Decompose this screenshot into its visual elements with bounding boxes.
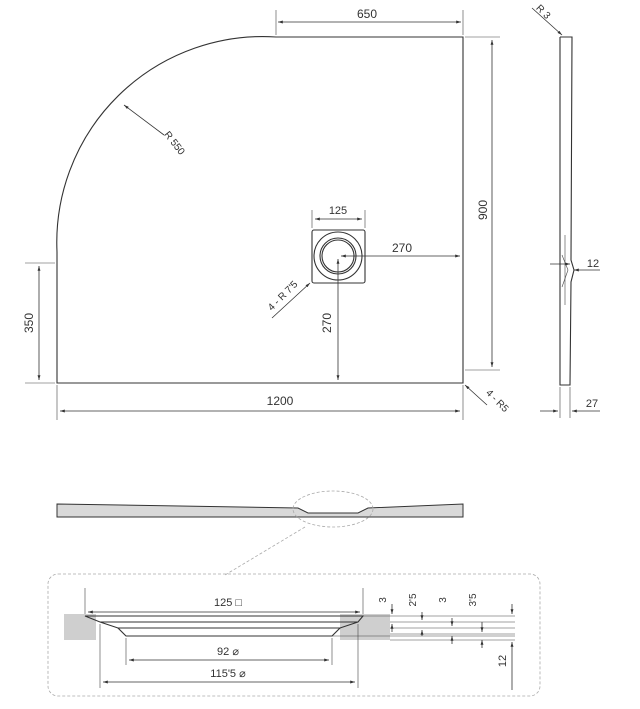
dim-detail-92: 92 ⌀ <box>125 638 333 665</box>
dim-900: 900 <box>465 36 500 371</box>
dim-27: 27 <box>540 387 600 418</box>
dim-r7-5: 4 - R 7'5 <box>266 279 311 319</box>
section-view <box>56 490 464 576</box>
dim-270-v-label: 270 <box>320 313 334 333</box>
dim-detail-12-label: 12 <box>497 655 509 667</box>
top-view: 650 900 R 550 350 1200 <box>22 7 511 420</box>
dim-detail-125: 125 □ <box>84 588 364 614</box>
dim-detail-125-label: 125 □ <box>214 597 242 609</box>
dim-27-label: 27 <box>586 398 598 410</box>
dim-detail-3a-label: 3 <box>378 597 389 603</box>
dim-270-h: 270 <box>341 241 460 258</box>
dim-650: 650 <box>275 7 464 35</box>
dim-r550: R 550 <box>123 104 187 158</box>
dim-detail-3b: 3 <box>438 597 454 644</box>
dim-650-label: 650 <box>357 7 377 21</box>
dim-12-side: 12 <box>550 258 600 272</box>
dim-r550-label: R 550 <box>161 130 186 158</box>
dim-r3-label: R 3 <box>533 3 552 22</box>
dim-r5-label: 4 - R5 <box>483 388 510 415</box>
dim-125-label: 125 <box>329 205 347 217</box>
tray-outline <box>56 36 464 384</box>
dim-detail-2-5: 2'5 <box>408 593 424 636</box>
dim-r3: R 3 <box>531 3 563 36</box>
side-view: R 3 12 27 <box>531 3 600 418</box>
dim-12-side-label: 12 <box>587 258 599 270</box>
dim-270-v: 270 <box>320 259 340 380</box>
dim-detail-115-5: 115'5 ⌀ <box>99 624 359 688</box>
dim-350-label: 350 <box>22 313 36 333</box>
detail-view: 125 □ 92 ⌀ 115'5 ⌀ 3 2'5 <box>47 573 541 697</box>
drain <box>311 229 366 284</box>
dim-350: 350 <box>22 262 55 384</box>
dim-270-h-label: 270 <box>392 241 412 255</box>
dim-1200: 1200 <box>56 385 464 420</box>
dim-detail-115-5-label: 115'5 ⌀ <box>210 668 246 680</box>
dim-detail-2-5-label: 2'5 <box>408 593 419 606</box>
dim-detail-92-label: 92 ⌀ <box>217 646 239 658</box>
dim-detail-3-5-label: 3'5 <box>468 593 479 606</box>
dim-r5: 4 - R5 <box>464 384 511 415</box>
dim-detail-3b-label: 3 <box>438 597 449 603</box>
dim-detail-12: 12 <box>497 604 514 690</box>
dim-detail-3a: 3 <box>378 597 394 632</box>
dim-1200-label: 1200 <box>267 394 294 408</box>
dim-125: 125 <box>311 205 366 228</box>
dim-900-label: 900 <box>476 200 490 220</box>
dim-detail-3-5: 3'5 <box>468 593 484 648</box>
